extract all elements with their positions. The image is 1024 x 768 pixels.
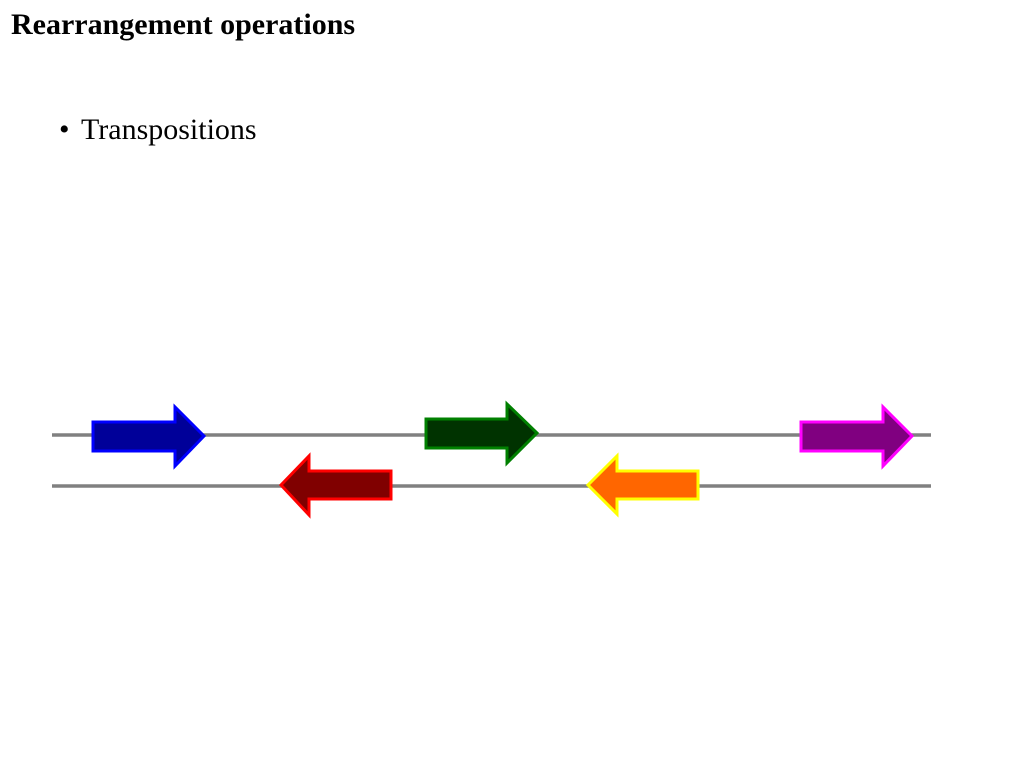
red-gene-arrow [278, 452, 393, 519]
bullet-list: • Transpositions [59, 111, 257, 149]
green-gene-arrow [424, 400, 540, 467]
blue-gene-arrow [91, 403, 207, 470]
purple-gene-arrow [799, 403, 915, 470]
bullet-item: • Transpositions [59, 111, 257, 149]
slide-title: Rearrangement operations [11, 8, 356, 41]
bullet-text: Transpositions [81, 113, 257, 146]
orange-gene-arrow [585, 452, 700, 518]
bullet-mark: • [59, 113, 70, 146]
